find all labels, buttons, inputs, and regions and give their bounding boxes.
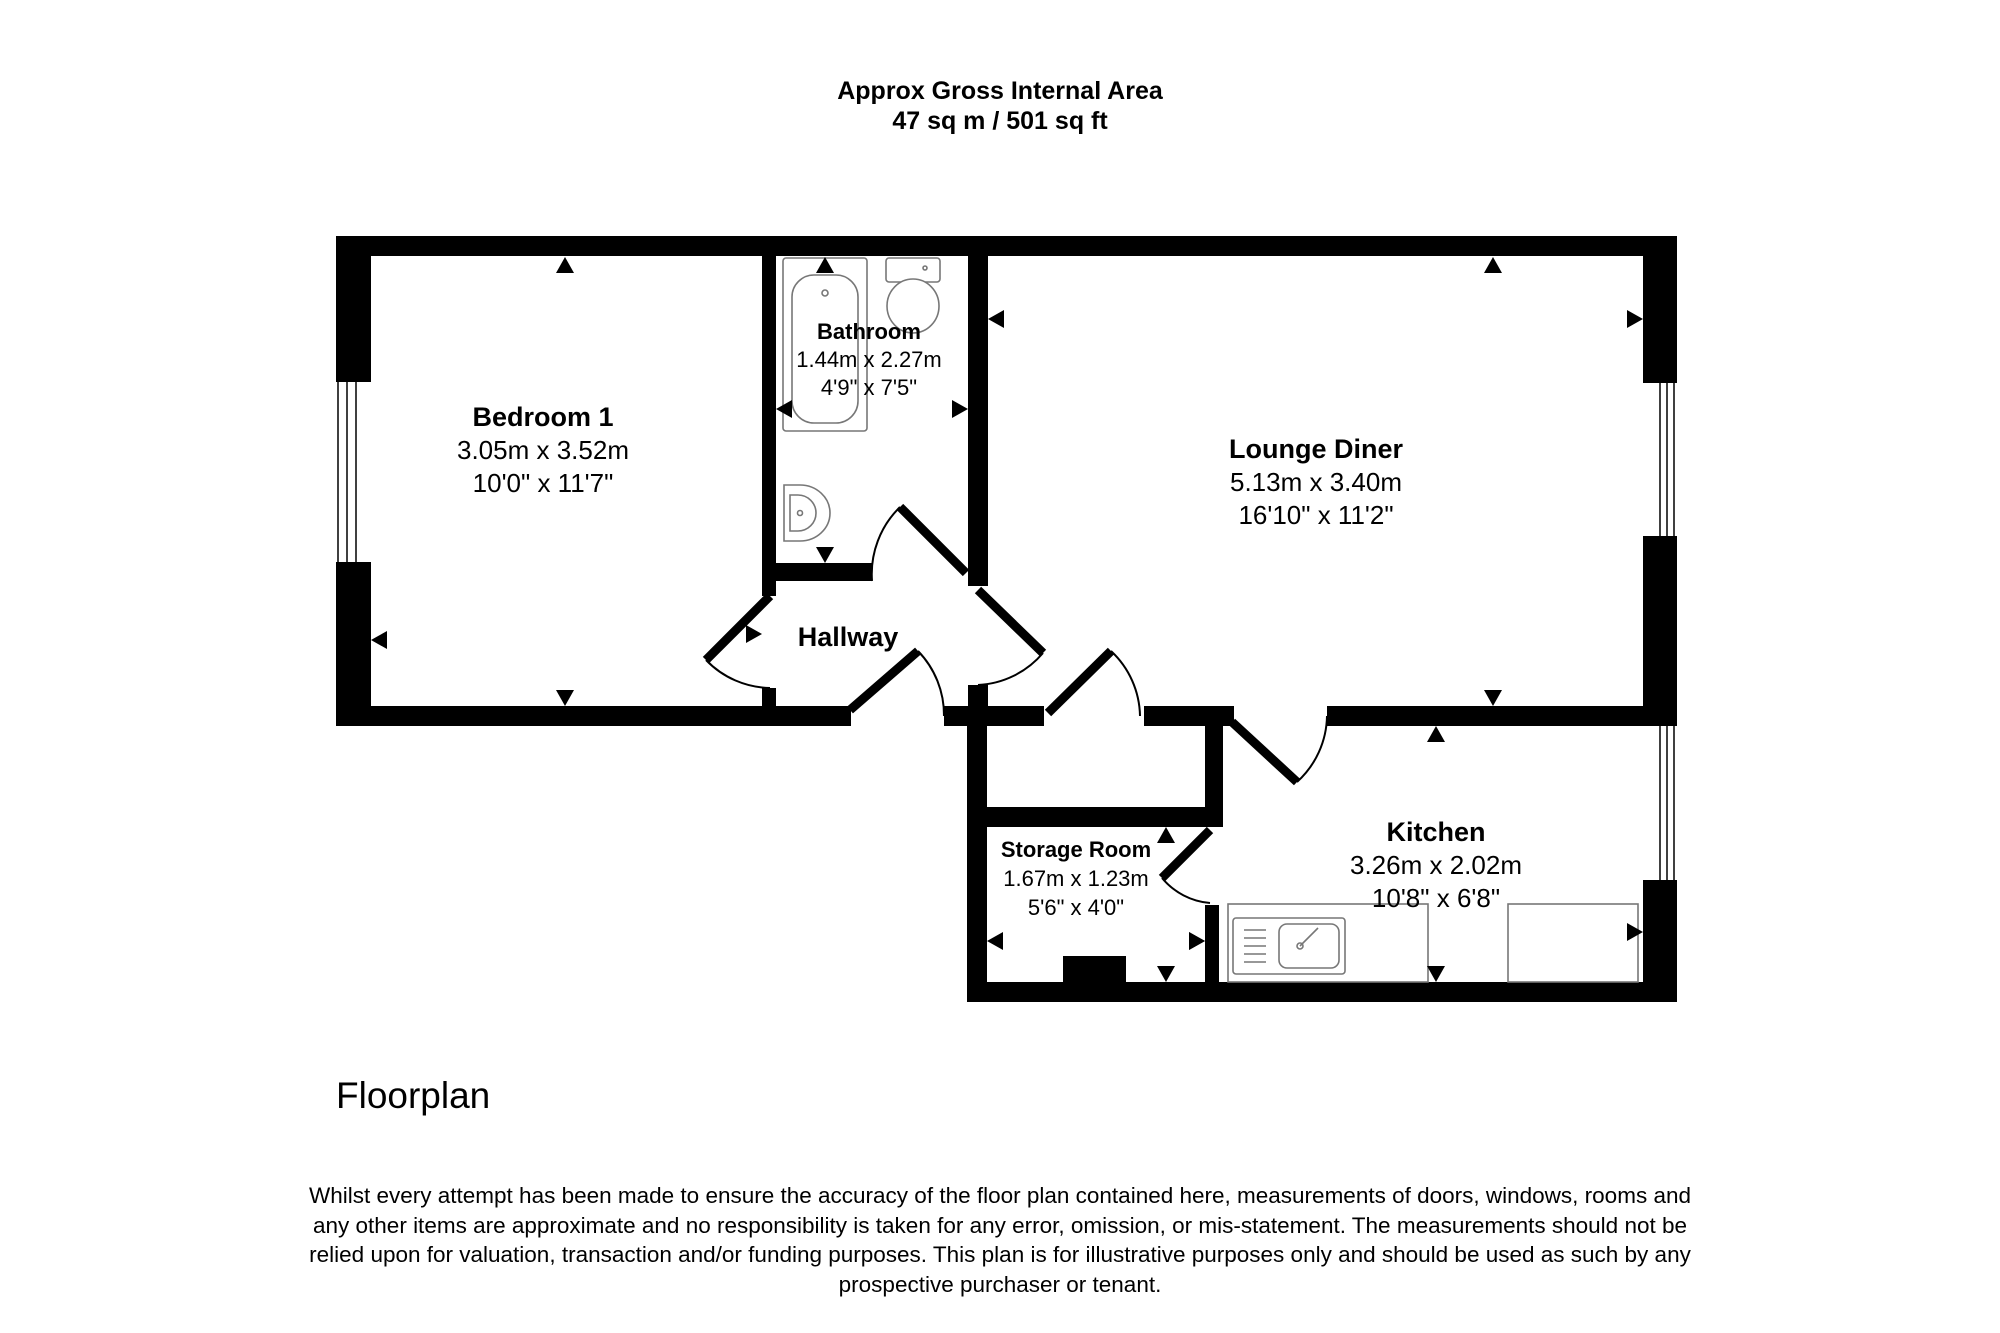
door-kitchen bbox=[1228, 715, 1328, 786]
door-front bbox=[847, 647, 946, 717]
wall-lounge-right-upper bbox=[1643, 236, 1677, 383]
arrow-bath-left bbox=[776, 400, 792, 418]
storage-imperial: 5'6" x 4'0" bbox=[1028, 895, 1124, 920]
bathroom-metric: 1.44m x 2.27m bbox=[796, 347, 942, 372]
lounge-metric: 5.13m x 3.40m bbox=[1230, 467, 1402, 497]
arrow-bedroom-right bbox=[746, 625, 762, 643]
disclaimer-line: Whilst every attempt has been made to en… bbox=[309, 1183, 1691, 1208]
window-lounge bbox=[1659, 383, 1675, 536]
bathroom-imperial: 4'9" x 7'5" bbox=[821, 375, 917, 400]
hallway-name: Hallway bbox=[798, 622, 899, 652]
arrow-bath-top bbox=[816, 257, 834, 273]
lounge-name: Lounge Diner bbox=[1229, 434, 1403, 464]
toilet bbox=[885, 257, 941, 334]
arrow-storage-left bbox=[987, 932, 1003, 950]
kitchen-metric: 3.26m x 2.02m bbox=[1350, 850, 1522, 880]
arrow-bedroom-bottom bbox=[556, 690, 574, 706]
bedroom1-imperial: 10'0" x 11'7" bbox=[473, 468, 614, 498]
disclaimer-line: relied upon for valuation, transaction a… bbox=[309, 1242, 1691, 1267]
arrow-lounge-left bbox=[988, 310, 1004, 328]
arrow-kitchen-top bbox=[1427, 726, 1445, 742]
doors bbox=[702, 503, 1328, 904]
arrow-storage-right bbox=[1189, 932, 1205, 950]
disclaimer-line: prospective purchaser or tenant. bbox=[838, 1271, 1162, 1297]
wall-lounge-bottom-left bbox=[944, 706, 1044, 726]
wall-storage-left bbox=[967, 706, 987, 1002]
windows bbox=[337, 382, 1675, 880]
bath-tub bbox=[782, 257, 868, 432]
kitchen-sink bbox=[1232, 917, 1346, 975]
disclaimer: Whilst every attempt has been made to en… bbox=[240, 1181, 1760, 1299]
measurement-arrows bbox=[371, 257, 1643, 982]
arrow-kitchen-bottom bbox=[1427, 966, 1445, 982]
plan-title: Floorplan bbox=[336, 1075, 491, 1116]
door-storage bbox=[1158, 826, 1214, 904]
area-value: 47 sq m / 501 sq ft bbox=[892, 107, 1108, 135]
room-labels: Bedroom 1 3.05m x 3.52m 10'0" x 11'7" Ba… bbox=[457, 319, 1522, 920]
wall-kitchen-right-upper bbox=[1643, 706, 1677, 724]
wall-cupboard-bottom bbox=[967, 807, 1223, 827]
kitchen-imperial: 10'8" x 6'8" bbox=[1372, 883, 1500, 913]
wall-storage-right bbox=[1205, 905, 1219, 1002]
lounge-imperial: 16'10" x 11'2" bbox=[1238, 500, 1393, 530]
door-bathroom bbox=[870, 503, 970, 582]
arrow-bedroom-left bbox=[371, 631, 387, 649]
storage-metric: 1.67m x 1.23m bbox=[1003, 866, 1149, 891]
wall-cupboard-right bbox=[1205, 706, 1223, 826]
door-lounge bbox=[974, 586, 1047, 686]
arrow-bedroom-top2 bbox=[556, 257, 574, 273]
wall-top bbox=[336, 236, 1677, 256]
wall-bedroom-bottom bbox=[336, 706, 851, 726]
area-title: Approx Gross Internal Area bbox=[837, 77, 1163, 105]
arrow-storage-bottom bbox=[1157, 966, 1175, 982]
arrow-bath-bottom bbox=[816, 547, 834, 563]
wall-bed-bath bbox=[762, 236, 776, 596]
wall-bath-bottom bbox=[762, 563, 872, 581]
bedroom1-metric: 3.05m x 3.52m bbox=[457, 435, 629, 465]
wall-bedroom-left-lower bbox=[336, 562, 371, 726]
arrow-bath-right bbox=[952, 400, 968, 418]
fixtures bbox=[782, 257, 1639, 983]
storage-chimney bbox=[1063, 956, 1126, 984]
disclaimer-line: any other items are approximate and no r… bbox=[313, 1212, 1687, 1238]
door-cupboard bbox=[1044, 647, 1141, 717]
wall-bedroom-left-upper bbox=[336, 236, 371, 382]
storage-name: Storage Room bbox=[1001, 837, 1151, 862]
wall-bath-lounge bbox=[968, 236, 988, 586]
wall-bed-bath-lower bbox=[762, 688, 776, 708]
arrow-kitchen-right bbox=[1627, 923, 1643, 941]
door-bedroom bbox=[702, 592, 774, 689]
area-header: Approx Gross Internal Area 47 sq m / 501… bbox=[0, 76, 2000, 136]
wall-kitchen-right-lower bbox=[1643, 880, 1677, 1002]
bedroom1-name: Bedroom 1 bbox=[472, 402, 613, 432]
arrow-lounge-bottom bbox=[1484, 690, 1502, 706]
arrow-lounge-right bbox=[1627, 310, 1643, 328]
arrow-lounge-top bbox=[1484, 257, 1502, 273]
basin bbox=[783, 484, 831, 542]
arrow-storage-top bbox=[1157, 827, 1175, 843]
bathroom-name: Bathroom bbox=[817, 319, 921, 344]
window-kitchen bbox=[1659, 724, 1675, 880]
wall-lounge-right-lower bbox=[1643, 536, 1677, 726]
kitchen-name: Kitchen bbox=[1386, 817, 1485, 847]
wall-lounge-bottom-right bbox=[1327, 706, 1677, 726]
window-bedroom bbox=[337, 382, 357, 562]
walls bbox=[336, 236, 1677, 1002]
wall-bottom bbox=[967, 982, 1677, 1002]
